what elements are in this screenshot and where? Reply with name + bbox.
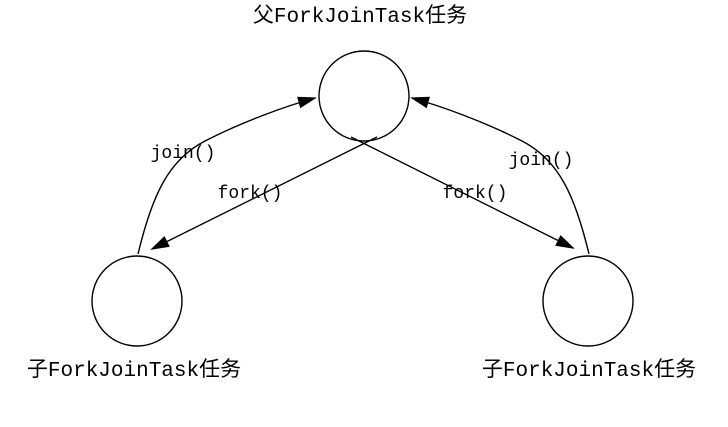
join-right-label: join() (508, 151, 574, 171)
join-left-arrow (137, 96, 317, 255)
fork-right-arrow (350, 136, 575, 249)
fork-right-label: fork() (442, 184, 508, 204)
parent-task-node (318, 50, 410, 142)
fork-left-arrow (150, 136, 378, 250)
join-right-arrow (410, 96, 590, 255)
child-task-node-left (91, 255, 183, 347)
parent-task-label: 父ForkJoinTask任务 (252, 6, 468, 29)
child-task-node-right (542, 255, 634, 347)
child-task-label-left: 子ForkJoinTask任务 (26, 360, 242, 383)
fork-left-label: fork() (217, 184, 283, 204)
child-task-label-right: 子ForkJoinTask任务 (481, 360, 697, 383)
join-left-label: join() (150, 144, 216, 164)
